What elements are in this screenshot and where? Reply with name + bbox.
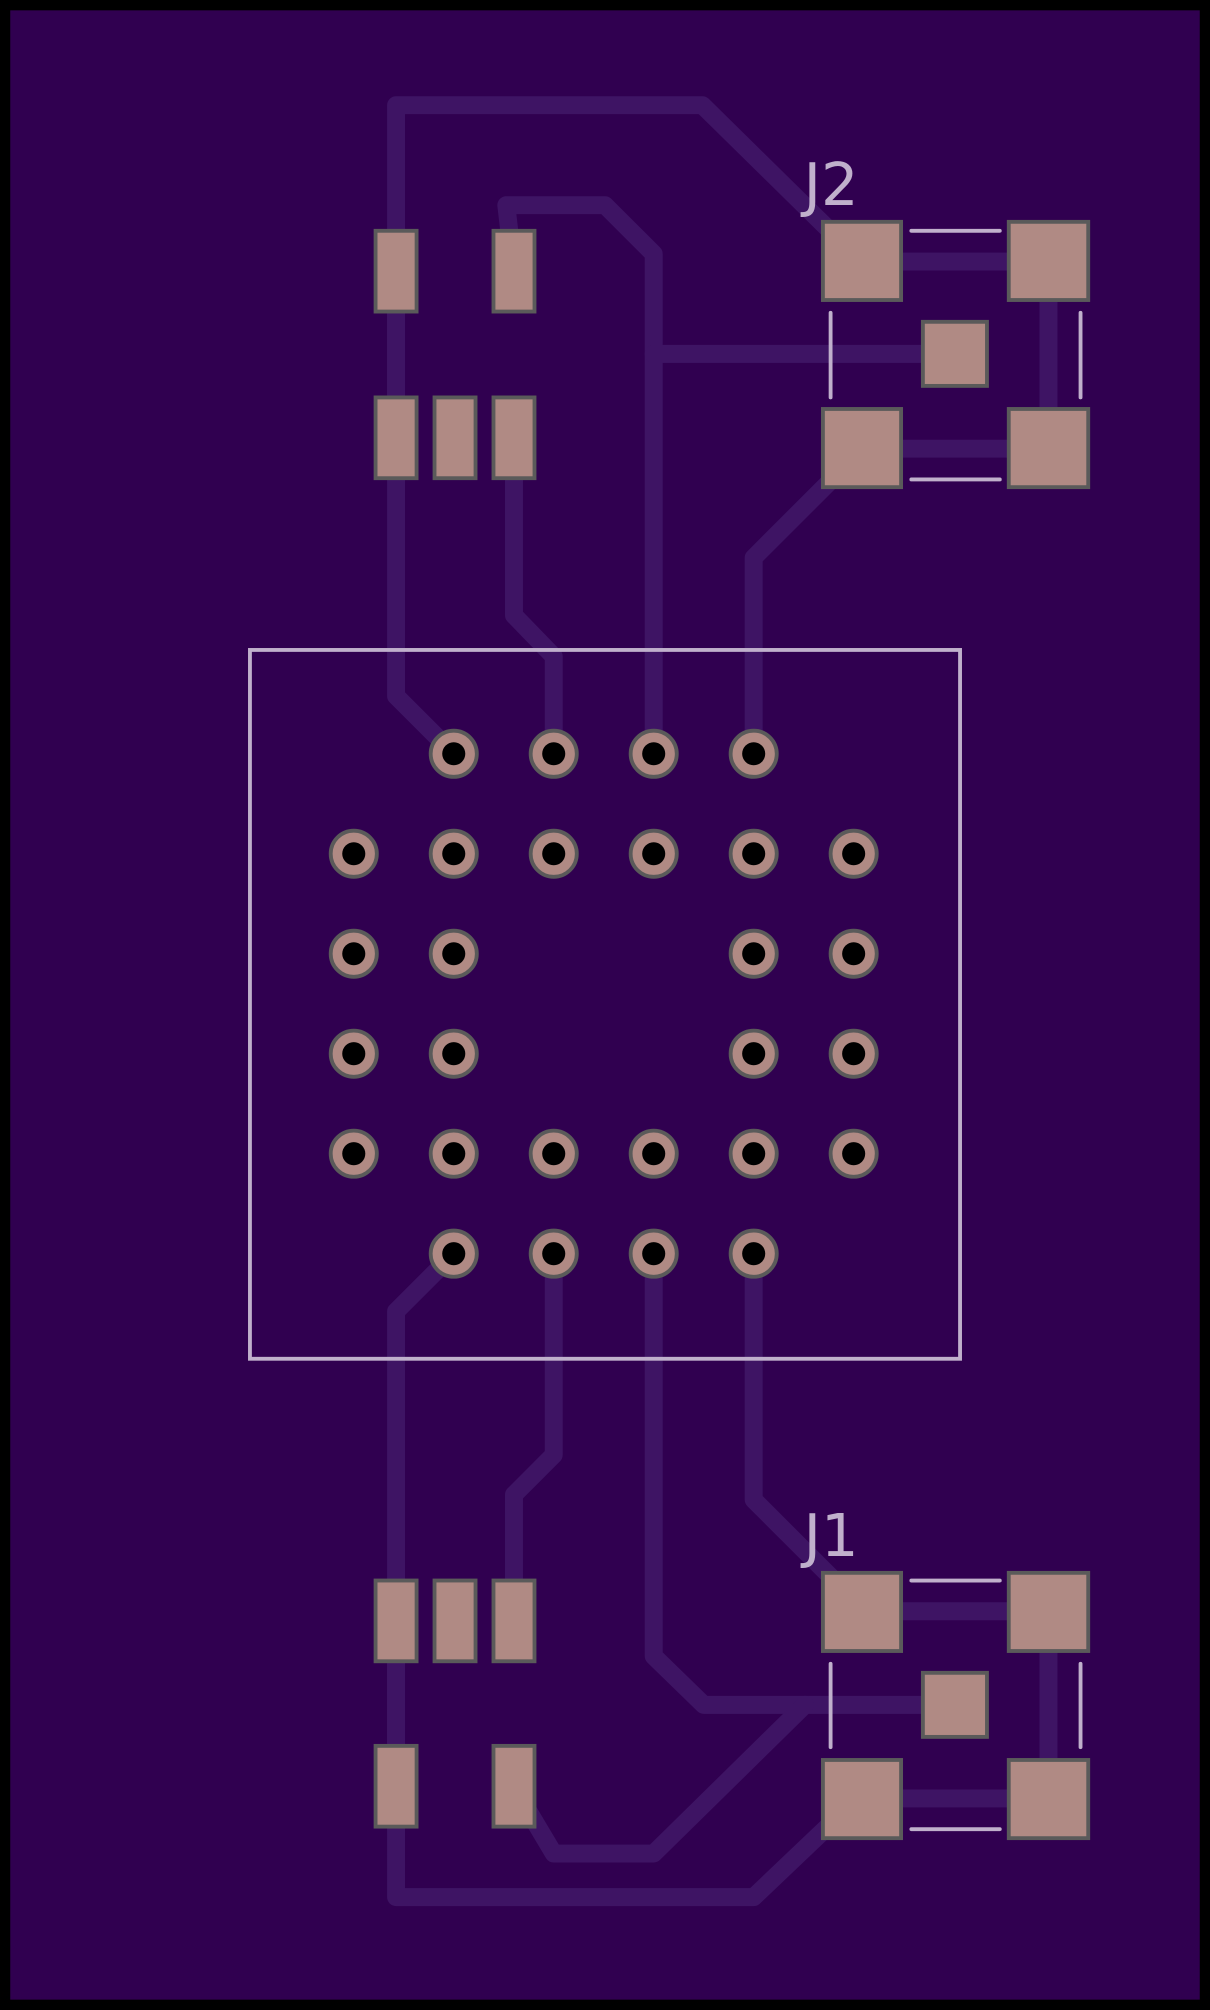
pin-drill-hole — [742, 942, 766, 966]
pin-drill-hole — [642, 742, 666, 766]
pin-drill-hole — [642, 842, 666, 866]
pin-drill-hole — [742, 1142, 766, 1166]
pin-drill-hole — [342, 842, 366, 866]
through-hole-pin — [328, 1028, 379, 1079]
smd-pads-top — [373, 228, 537, 481]
connector-j1: J1 — [800, 1501, 1091, 1841]
ic-through-hole-pins — [328, 728, 879, 1279]
through-hole-pin — [428, 828, 479, 879]
through-hole-pin — [528, 728, 579, 779]
connector-pad-center — [920, 319, 989, 388]
pin-drill-hole — [742, 742, 766, 766]
through-hole-pin — [728, 728, 779, 779]
connector-j2: J2 — [800, 150, 1091, 490]
through-hole-pin — [828, 828, 879, 879]
pin-drill-hole — [342, 1142, 366, 1166]
through-hole-pin — [728, 828, 779, 879]
pin-drill-hole — [442, 1042, 466, 1066]
through-hole-pin — [728, 1128, 779, 1179]
silkscreen-outline — [828, 228, 1083, 482]
pin-drill-hole — [842, 1042, 866, 1066]
connector-pad — [1006, 407, 1091, 490]
pin-drill-hole — [742, 1042, 766, 1066]
pin-drill-hole — [542, 842, 566, 866]
smd-pad — [491, 228, 537, 314]
through-hole-pin — [728, 928, 779, 979]
trace — [387, 96, 871, 763]
pin-drill-hole — [442, 1142, 466, 1166]
smd-pad — [491, 395, 537, 481]
pin-drill-hole — [442, 1242, 466, 1266]
smd-pad — [373, 395, 419, 481]
through-hole-pin — [428, 1028, 479, 1079]
smd-pad — [373, 1743, 419, 1829]
pin-drill-hole — [542, 1142, 566, 1166]
through-hole-pin — [528, 1228, 579, 1279]
connector-pad — [820, 219, 904, 302]
pin-drill-hole — [442, 842, 466, 866]
through-hole-pin — [628, 828, 679, 879]
pin-drill-hole — [642, 1242, 666, 1266]
ic-silkscreen-outline — [248, 648, 962, 1361]
through-hole-pin — [328, 1128, 379, 1179]
pin-drill-hole — [742, 1242, 766, 1266]
through-hole-pin — [828, 1028, 879, 1079]
pin-drill-hole — [342, 942, 366, 966]
pin-drill-hole — [642, 1142, 666, 1166]
through-hole-pin — [428, 1128, 479, 1179]
pin-drill-hole — [842, 942, 866, 966]
pin-drill-hole — [342, 1042, 366, 1066]
through-hole-pin — [828, 928, 879, 979]
through-hole-pin — [428, 928, 479, 979]
trace — [387, 1244, 871, 1907]
pin-drill-hole — [542, 742, 566, 766]
pin-drill-hole — [842, 1142, 866, 1166]
designator-j2: J2 — [800, 150, 859, 219]
connector-pad-center — [920, 1670, 989, 1739]
through-hole-pin — [528, 1128, 579, 1179]
smd-pad — [491, 1578, 537, 1664]
through-hole-pin — [428, 1228, 479, 1279]
through-hole-pin — [328, 828, 379, 879]
through-hole-pin — [628, 1228, 679, 1279]
smd-pad — [432, 395, 478, 481]
smd-pad — [373, 228, 419, 314]
connector-pad — [820, 1758, 904, 1841]
trace — [505, 1244, 563, 1631]
through-hole-pin — [328, 928, 379, 979]
connector-pad — [820, 407, 904, 490]
smd-pad — [432, 1578, 478, 1664]
connector-pad — [1006, 1570, 1091, 1653]
through-hole-pin — [428, 728, 479, 779]
through-hole-pin — [728, 1228, 779, 1279]
designator-j1: J1 — [800, 1501, 859, 1570]
trace — [497, 196, 663, 763]
trace — [852, 1602, 1058, 1808]
smd-pad — [373, 1578, 419, 1664]
smd-pads-bottom — [373, 1578, 537, 1829]
pin-drill-hole — [442, 742, 466, 766]
pin-drill-hole — [742, 842, 766, 866]
connector-pad — [1006, 219, 1091, 302]
connector-pad — [820, 1570, 904, 1653]
through-hole-pin — [628, 728, 679, 779]
through-hole-pin — [528, 828, 579, 879]
trace — [505, 426, 563, 763]
through-hole-pin — [728, 1028, 779, 1079]
pin-drill-hole — [842, 842, 866, 866]
smd-pad — [491, 1743, 537, 1829]
pin-drill-hole — [442, 942, 466, 966]
trace — [852, 252, 1058, 458]
connector-pad — [1006, 1758, 1091, 1841]
through-hole-pin — [628, 1128, 679, 1179]
silkscreen-outline — [828, 1578, 1083, 1832]
pin-drill-hole — [542, 1242, 566, 1266]
through-hole-pin — [828, 1128, 879, 1179]
